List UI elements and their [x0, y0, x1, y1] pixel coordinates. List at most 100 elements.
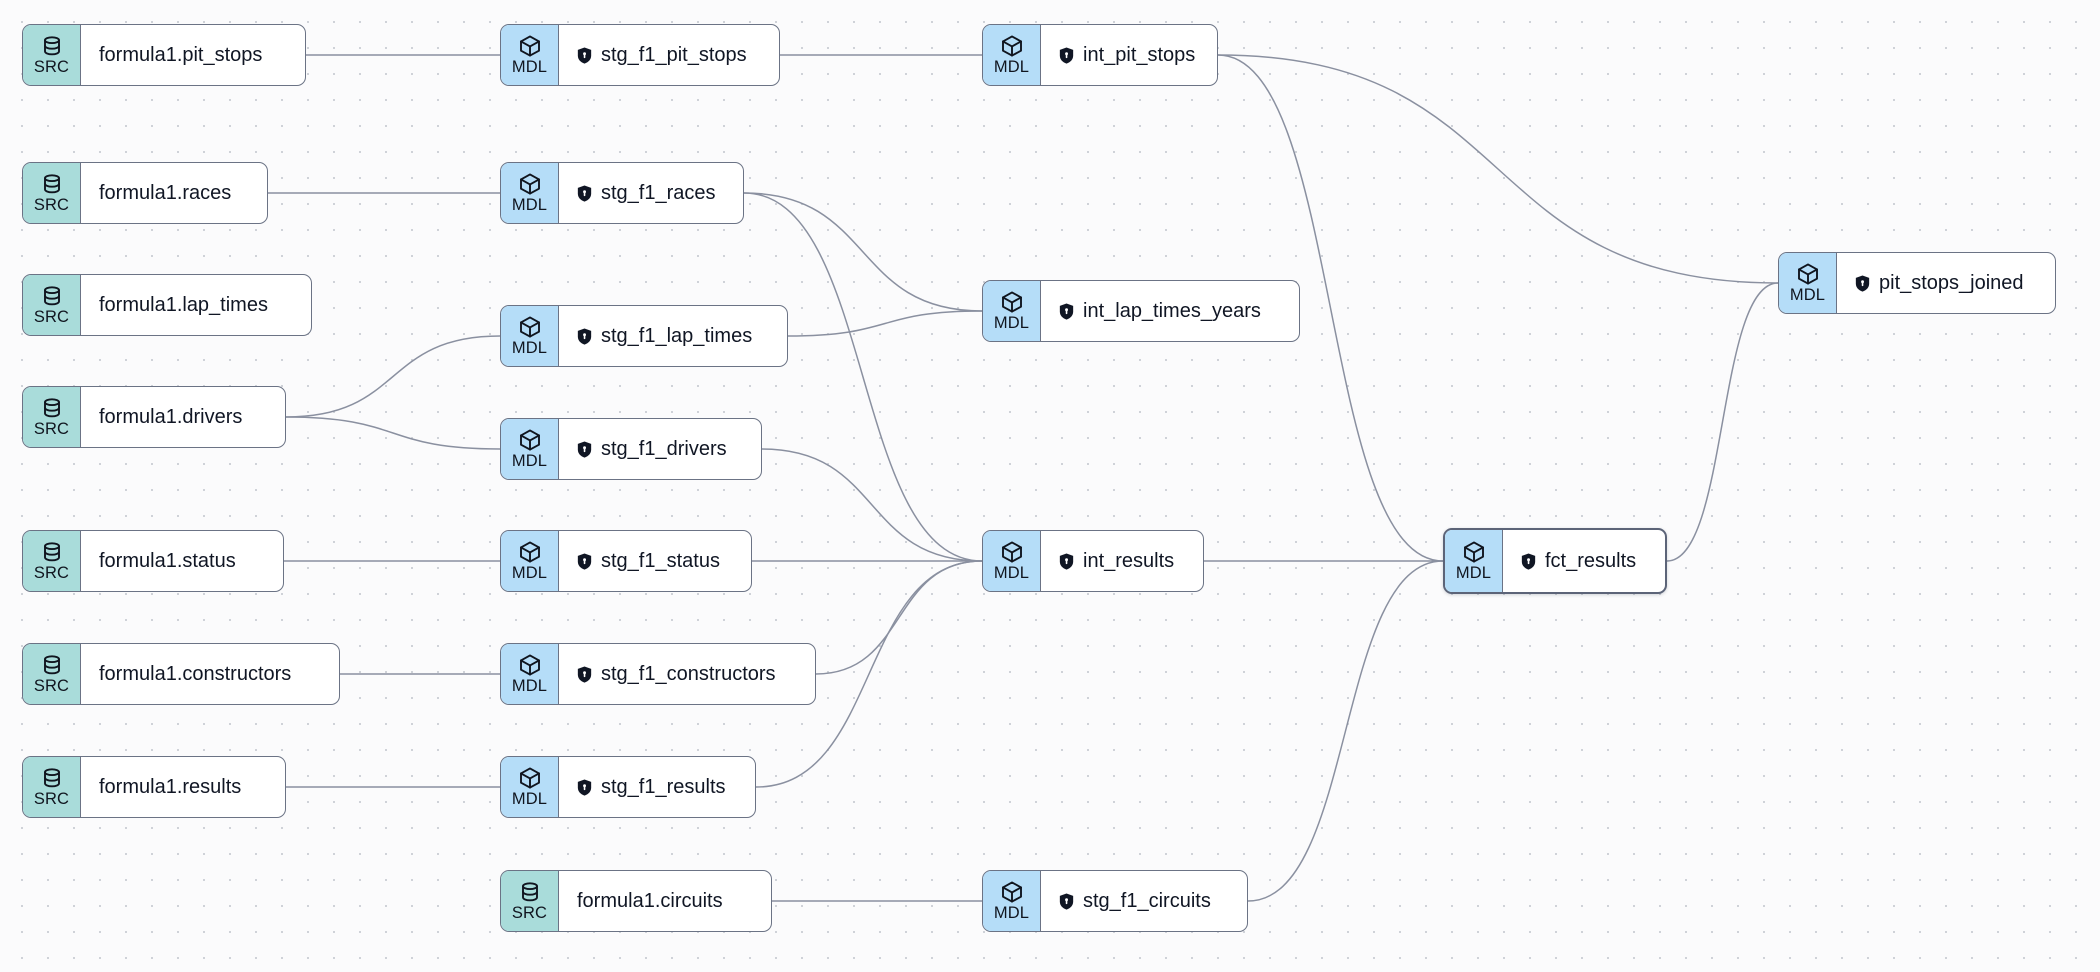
node-stg_constructors[interactable]: MDL stg_f1_constructors	[500, 643, 816, 705]
source-badge: SRC	[501, 871, 559, 931]
node-label: stg_f1_drivers	[601, 438, 727, 460]
node-label: stg_f1_races	[601, 182, 716, 204]
node-src_lap_times[interactable]: SRC formula1.lap_times	[22, 274, 312, 336]
node-int_pit_stops[interactable]: MDL int_pit_stops	[982, 24, 1218, 86]
model-badge: MDL	[501, 306, 559, 366]
node-body: stg_f1_circuits	[1041, 871, 1247, 931]
node-body: formula1.circuits	[559, 871, 771, 931]
badge-label: MDL	[1455, 564, 1492, 583]
source-badge: SRC	[23, 387, 81, 447]
node-pit_stops_joined[interactable]: MDL pit_stops_joined	[1778, 252, 2056, 314]
model-badge: MDL	[501, 757, 559, 817]
source-badge: SRC	[23, 644, 81, 704]
badge-label: SRC	[511, 904, 548, 923]
node-src_constructors[interactable]: SRC formula1.constructors	[22, 643, 340, 705]
source-badge: SRC	[23, 757, 81, 817]
model-badge: MDL	[1445, 530, 1503, 592]
node-label: stg_f1_constructors	[601, 663, 776, 685]
node-body: formula1.races	[81, 163, 267, 223]
node-label: int_results	[1083, 550, 1175, 572]
shield-icon	[1059, 46, 1074, 64]
node-src_status[interactable]: SRC formula1.status	[22, 530, 284, 592]
node-label: int_pit_stops	[1083, 44, 1196, 66]
badge-label: MDL	[993, 58, 1030, 77]
cube-icon	[1000, 290, 1024, 314]
node-body: fct_results	[1503, 530, 1665, 592]
shield-icon	[577, 665, 592, 683]
badge-label: SRC	[33, 790, 70, 809]
node-label: stg_f1_status	[601, 550, 720, 572]
node-label: formula1.results	[99, 776, 242, 798]
node-label: stg_f1_pit_stops	[601, 44, 747, 66]
node-body: formula1.results	[81, 757, 285, 817]
database-icon	[40, 172, 64, 196]
node-stg_status[interactable]: MDL stg_f1_status	[500, 530, 752, 592]
node-label: pit_stops_joined	[1879, 272, 2024, 294]
model-badge: MDL	[983, 25, 1041, 85]
model-badge: MDL	[501, 644, 559, 704]
node-src_circuits[interactable]: SRC formula1.circuits	[500, 870, 772, 932]
node-stg_races[interactable]: MDL stg_f1_races	[500, 162, 744, 224]
cube-icon	[518, 540, 542, 564]
shield-icon	[577, 327, 592, 345]
shield-icon	[577, 184, 592, 202]
model-badge: MDL	[1779, 253, 1837, 313]
badge-label: MDL	[511, 452, 548, 471]
node-int_results[interactable]: MDL int_results	[982, 530, 1204, 592]
shield-icon	[1521, 552, 1536, 570]
node-body: pit_stops_joined	[1837, 253, 2055, 313]
node-label: stg_f1_circuits	[1083, 890, 1211, 912]
node-body: formula1.status	[81, 531, 283, 591]
node-stg_pit_stops[interactable]: MDL stg_f1_pit_stops	[500, 24, 780, 86]
cube-icon	[1000, 34, 1024, 58]
node-label: fct_results	[1545, 550, 1637, 572]
node-body: stg_f1_pit_stops	[559, 25, 779, 85]
node-body: formula1.lap_times	[81, 275, 311, 335]
model-badge: MDL	[501, 163, 559, 223]
node-fct_results[interactable]: MDL fct_results	[1443, 528, 1667, 594]
cube-icon	[518, 428, 542, 452]
badge-label: SRC	[33, 308, 70, 327]
node-body: formula1.pit_stops	[81, 25, 305, 85]
badge-label: SRC	[33, 564, 70, 583]
badge-label: MDL	[511, 196, 548, 215]
cube-icon	[1796, 262, 1820, 286]
shield-icon	[1855, 274, 1870, 292]
node-label: formula1.lap_times	[99, 294, 268, 316]
source-badge: SRC	[23, 163, 81, 223]
badge-label: MDL	[1789, 286, 1826, 305]
node-body: stg_f1_lap_times	[559, 306, 787, 366]
node-stg_lap_times[interactable]: MDL stg_f1_lap_times	[500, 305, 788, 367]
model-badge: MDL	[983, 531, 1041, 591]
model-badge: MDL	[983, 281, 1041, 341]
badge-label: SRC	[33, 677, 70, 696]
shield-icon	[1059, 892, 1074, 910]
badge-label: MDL	[511, 58, 548, 77]
shield-icon	[577, 46, 592, 64]
node-stg_drivers[interactable]: MDL stg_f1_drivers	[500, 418, 762, 480]
database-icon	[40, 540, 64, 564]
badge-label: MDL	[511, 339, 548, 358]
shield-icon	[577, 778, 592, 796]
cube-icon	[1462, 540, 1486, 564]
database-icon	[40, 653, 64, 677]
node-src_results[interactable]: SRC formula1.results	[22, 756, 286, 818]
badge-label: SRC	[33, 58, 70, 77]
node-body: formula1.constructors	[81, 644, 339, 704]
model-badge: MDL	[501, 531, 559, 591]
shield-icon	[1059, 552, 1074, 570]
node-label: formula1.pit_stops	[99, 44, 263, 66]
database-icon	[40, 284, 64, 308]
node-src_pit_stops[interactable]: SRC formula1.pit_stops	[22, 24, 306, 86]
cube-icon	[1000, 880, 1024, 904]
cube-icon	[518, 315, 542, 339]
badge-label: MDL	[511, 564, 548, 583]
model-badge: MDL	[501, 419, 559, 479]
